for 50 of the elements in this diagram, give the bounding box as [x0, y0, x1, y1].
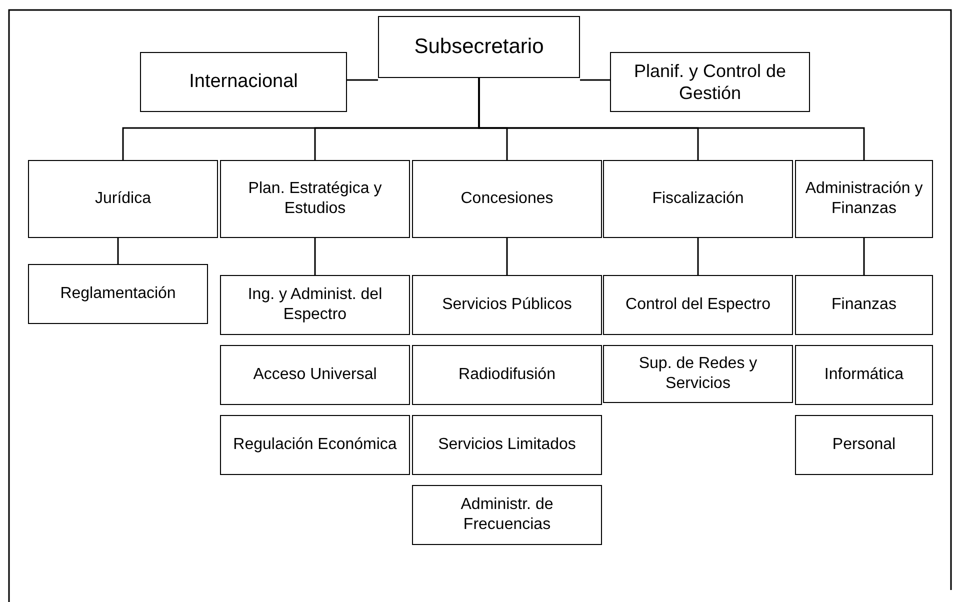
unit-name: Control del Espectro: [626, 295, 770, 315]
connector-line: [580, 79, 610, 81]
connector-line: [347, 79, 378, 81]
unit-name: Radiodifusión: [458, 365, 556, 385]
org-unit-box: [603, 160, 793, 238]
unit-name: Planif. y Control de Gestión: [632, 60, 788, 104]
unit-name: Regulación Económica: [233, 435, 397, 455]
org-unit-box: [28, 160, 218, 238]
unit-name: Administr. de Frecuencias: [460, 495, 554, 535]
unit-name: Reglamentación: [60, 284, 176, 304]
org-unit-box: [412, 160, 602, 238]
org-unit-box: [220, 275, 410, 335]
org-unit-box: [412, 275, 602, 335]
connector-line: [117, 238, 119, 264]
connector-line: [506, 238, 508, 275]
unit-name: Ing. y Administ. del Espectro: [246, 285, 384, 325]
org-unit-box: [603, 275, 793, 335]
org-unit-box: [220, 415, 410, 475]
org-unit-box: [140, 52, 347, 112]
unit-name: Servicios Limitados: [438, 435, 576, 455]
unit-name: Subsecretario: [414, 34, 544, 60]
org-unit-box: [28, 264, 208, 324]
unit-name: Internacional: [189, 70, 298, 94]
unit-name: Administración y Finanzas: [804, 179, 924, 219]
org-unit-box: [795, 415, 933, 475]
connector-line: [314, 238, 316, 275]
org-unit-box: [603, 345, 793, 403]
unit-name: Fiscalización: [652, 189, 744, 209]
connector-line: [478, 78, 865, 160]
unit-name: Plan. Estratégica y Estudios: [247, 179, 383, 219]
org-unit-box: [412, 485, 602, 545]
org-unit-box: [795, 160, 933, 238]
org-unit-box: [378, 16, 580, 78]
unit-name: Acceso Universal: [253, 365, 377, 385]
unit-name: Jurídica: [94, 189, 152, 209]
org-unit-box: [795, 345, 933, 405]
org-unit-box: [220, 160, 410, 238]
org-unit-box: [795, 275, 933, 335]
unit-name: Finanzas: [832, 295, 896, 315]
unit-name: Sup. de Redes y Servicios: [638, 354, 758, 394]
org-unit-box: [412, 345, 602, 405]
unit-name: Concesiones: [460, 189, 554, 209]
connector-line: [863, 238, 865, 275]
unit-name: Informática: [824, 365, 904, 385]
org-unit-box: [220, 345, 410, 405]
org-unit-box: [412, 415, 602, 475]
org-unit-box: [610, 52, 810, 112]
connector-line: [697, 238, 699, 275]
unit-name: Servicios Públicos: [442, 295, 572, 315]
unit-name: Personal: [832, 435, 896, 455]
